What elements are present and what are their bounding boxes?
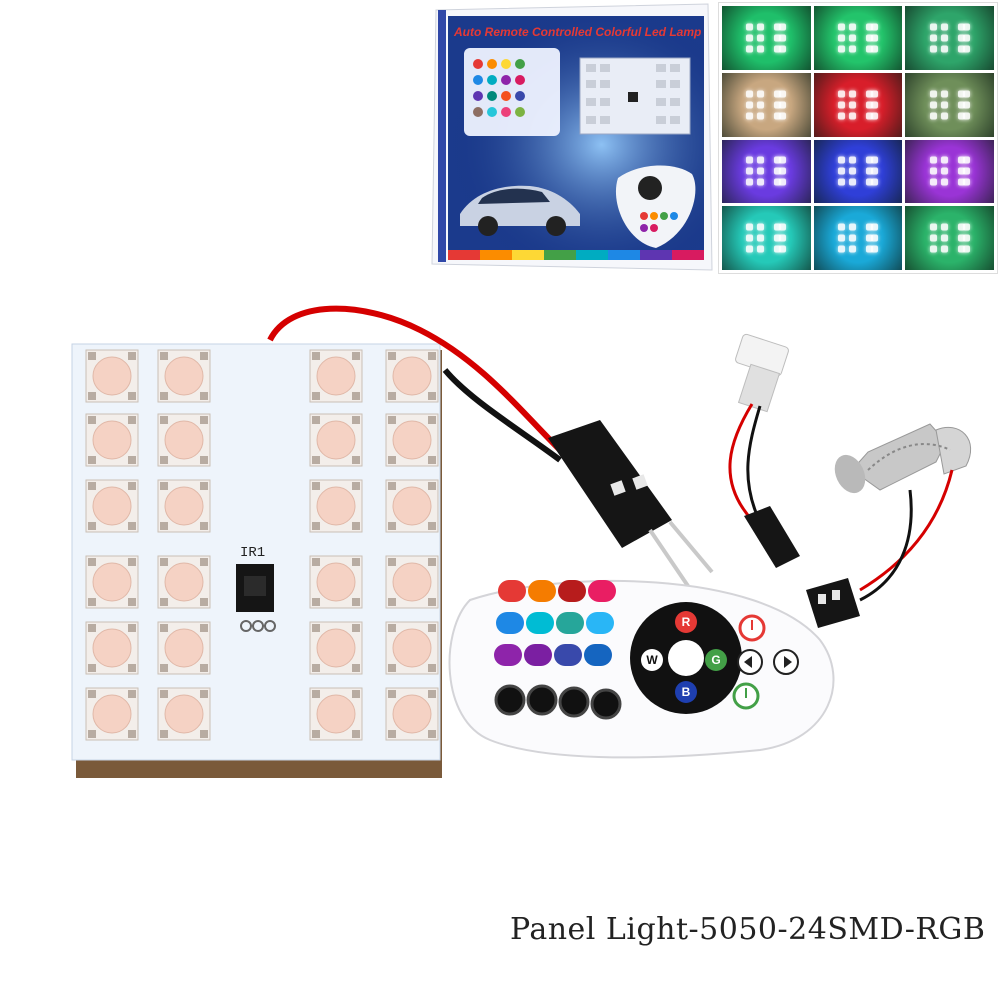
color-preview-grid [718,2,998,274]
led-chip [309,479,363,533]
remote-color-button[interactable] [588,580,616,602]
led-chip [157,479,211,533]
color-preview-cell [813,206,903,270]
remote-color-button[interactable] [524,644,552,666]
led-chip [309,413,363,467]
box-title: Auto Remote Controlled Colorful Led Lamp [453,25,701,39]
color-preview-cell [905,72,994,137]
color-preview-cell [813,6,903,70]
led-chip [309,687,363,741]
led-chip [157,349,211,403]
remote-color-button[interactable] [586,612,614,634]
led-chip [85,555,139,609]
remote-color-button[interactable] [494,644,522,666]
led-panel: IR1 [71,343,442,778]
led-chip [309,349,363,403]
led-chip [85,621,139,675]
color-preview-cell [813,72,903,137]
product-caption: Panel Light-5050-24SMD-RGB [510,912,986,947]
remote-color-button[interactable] [554,644,582,666]
color-preview-cell [722,139,811,204]
remote-control: R G B W [448,579,835,759]
remote-g-label: G [711,653,720,667]
remote-black-button[interactable] [526,684,558,716]
pin-connector [548,420,714,588]
led-chip [385,687,439,741]
led-chip [385,413,439,467]
color-preview-cell [722,206,811,270]
remote-black-button[interactable] [494,684,526,716]
remote-color-button[interactable] [498,580,526,602]
color-preview-cell [905,6,994,70]
led-chip [385,349,439,403]
led-chip [157,687,211,741]
remote-color-button[interactable] [526,612,554,634]
led-chip [157,413,211,467]
led-chip [157,621,211,675]
led-chip [309,621,363,675]
led-chip [157,555,211,609]
remote-color-button[interactable] [556,612,584,634]
color-preview-cell [905,139,994,204]
ir-label: IR1 [240,545,265,561]
color-preview-cell [722,72,811,137]
remote-r-label: R [682,615,691,629]
led-chip [385,621,439,675]
color-preview-cell [722,6,811,70]
remote-w-label: W [646,653,658,667]
led-chip [385,479,439,533]
led-chip [85,349,139,403]
remote-black-button[interactable] [558,686,590,718]
remote-color-button[interactable] [584,644,612,666]
t10-adapter [728,333,800,568]
led-chip [309,555,363,609]
led-chip [85,413,139,467]
led-chips [85,349,439,741]
color-preview-cell [905,206,994,270]
led-chip [85,479,139,533]
remote-black-button[interactable] [590,688,622,720]
led-chip [385,555,439,609]
color-preview-cell [813,139,903,204]
remote-color-buttons [494,580,616,666]
led-chip [85,687,139,741]
remote-b-label: B [682,685,691,699]
remote-color-button[interactable] [496,612,524,634]
product-box: Auto Remote Controlled Colorful Led Lamp [431,3,713,271]
red-wire [267,305,563,453]
remote-color-button[interactable] [528,580,556,602]
black-wire [442,368,562,463]
remote-color-button[interactable] [558,580,586,602]
festoon-adapter [806,423,972,628]
